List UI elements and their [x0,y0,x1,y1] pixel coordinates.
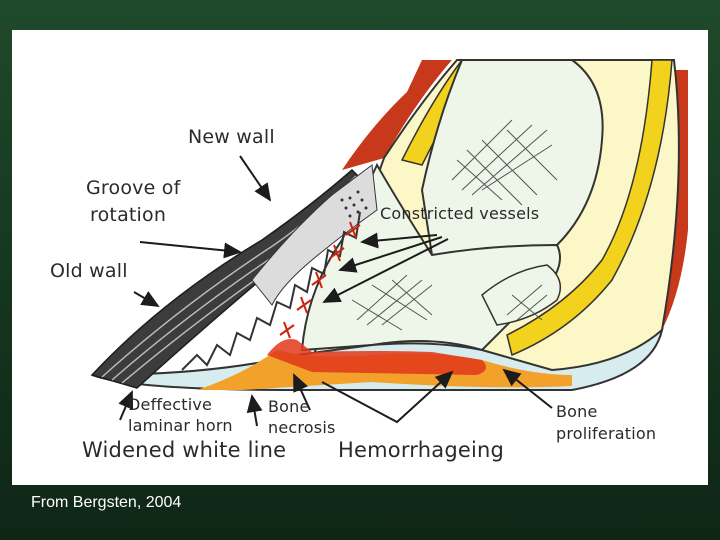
pointer-arrows [118,155,553,427]
label-groove-of-rotation-1: Groove of [86,177,181,199]
label-deffective-1: Deffective [128,395,213,414]
back-yellow-band [506,59,673,357]
label-deffective-2: laminar horn [128,416,233,435]
label-hemorrhageing: Hemorrhageing [338,438,505,462]
diagram-panel: New wall Groove of rotation Old wall Con… [12,30,708,485]
label-old-wall: Old wall [50,260,128,282]
hair-strip-left [342,60,452,170]
hoof-illustration [90,59,688,427]
new-hoof-wall [251,164,378,306]
source-caption: From Bergsten, 2004 [31,494,182,511]
hemorrhage-red [267,339,486,375]
hemorrhage-arrows [321,370,454,424]
new-wall-dots [340,190,368,218]
trabecular-texture [351,119,558,331]
label-bone-necrosis-2: necrosis [268,418,336,437]
label-bone-proliferation-2: proliferation [556,424,657,443]
label-groove-of-rotation-2: rotation [90,204,167,226]
constricted-vessel-marks [279,221,361,339]
label-bone-proliferation-1: Bone [556,402,598,421]
label-constricted-vessels: Constricted vessels [380,204,540,223]
navicular-bone [481,264,562,326]
label-new-wall: New wall [188,126,275,148]
label-widened-white-line: Widened white line [82,438,287,462]
second-phalanx [420,59,604,257]
label-bone-necrosis-1: Bone [268,397,310,416]
